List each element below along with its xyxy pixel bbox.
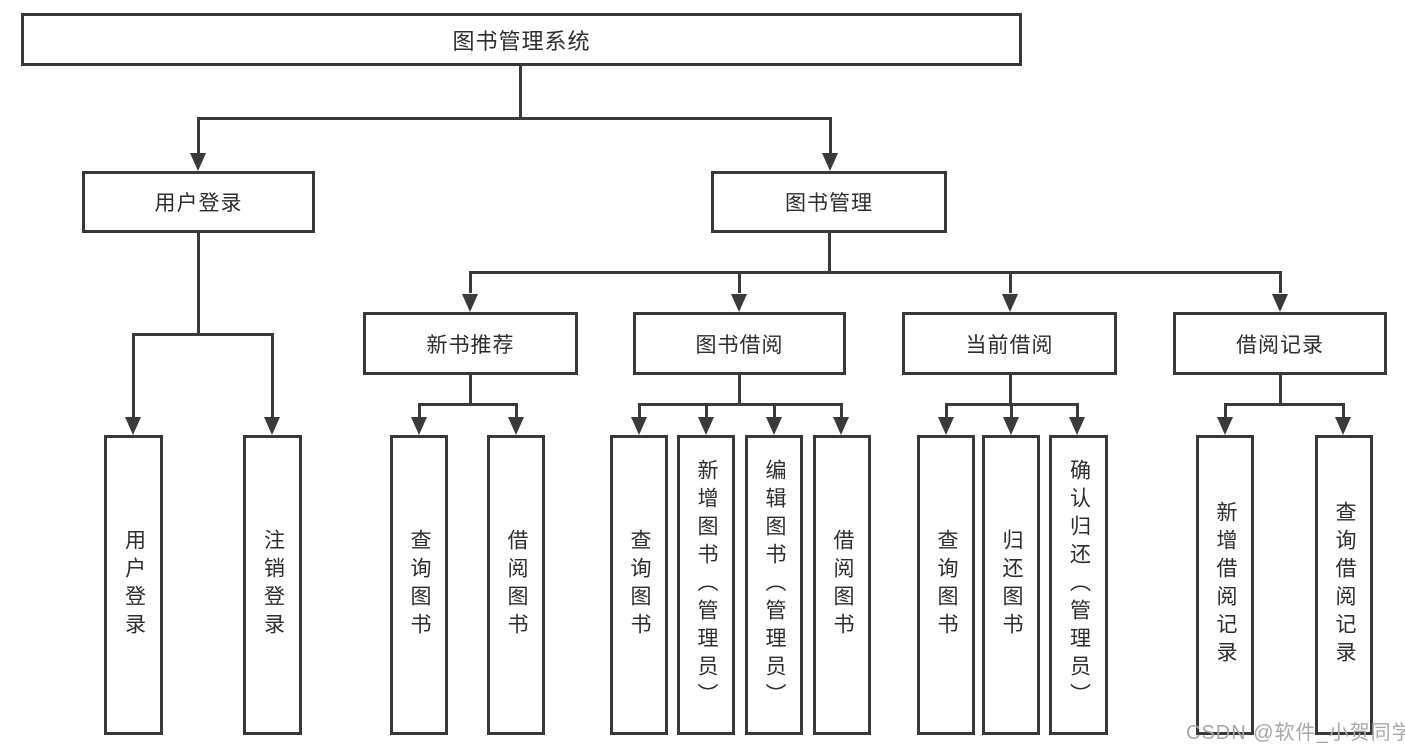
connector-line (469, 375, 472, 406)
leaf-logout: 注销登录 (243, 435, 302, 735)
arrow-down-icon (508, 417, 524, 435)
arrow-down-icon (766, 417, 782, 435)
connector-line (418, 403, 421, 417)
leaf-borrowing-borrow-books: 借阅图书 (813, 435, 871, 735)
leaf-return-books: 归还图书 (982, 435, 1040, 735)
connector-line (773, 403, 776, 417)
connector-line (1076, 403, 1079, 417)
node-new-book-recommend-label: 新书推荐 (426, 333, 515, 357)
arrow-down-icon (731, 294, 747, 312)
connector-line (1224, 403, 1227, 417)
leaf-logout-label: 注销登录 (261, 529, 285, 641)
connector-line (705, 403, 708, 417)
node-book-management: 图书管理 (711, 171, 947, 233)
node-current-borrowing-label: 当前借阅 (965, 333, 1054, 357)
arrow-down-icon (822, 153, 838, 171)
connector-line (469, 271, 472, 293)
leaf-borrowing-borrow-books-label: 借阅图书 (831, 529, 854, 641)
connector-line (945, 403, 948, 417)
node-borrowing-records: 借阅记录 (1173, 312, 1387, 375)
connector-line (828, 233, 831, 274)
leaf-borrowing-query-books-label: 查询图书 (628, 529, 651, 641)
connector-line (132, 333, 135, 417)
node-library-management-system: 图书管理系统 (21, 13, 1022, 66)
leaf-recommend-query-books: 查询图书 (390, 435, 448, 735)
leaf-query-borrow-record-label: 查询借阅记录 (1333, 501, 1356, 669)
leaf-edit-books-admin-label: 编辑图书（管理员） (763, 459, 786, 711)
arrow-down-icon (1002, 294, 1018, 312)
leaf-add-borrow-record-label: 新增借阅记录 (1214, 501, 1237, 669)
leaf-add-borrow-record: 新增借阅记录 (1196, 435, 1254, 735)
arrow-down-icon (190, 153, 206, 171)
leaf-confirm-return-admin-label: 确认归还（管理员） (1067, 459, 1091, 711)
leaf-return-books-label: 归还图书 (1000, 529, 1023, 641)
connector-line (197, 117, 832, 120)
node-book-management-label: 图书管理 (785, 192, 873, 215)
node-current-borrowing: 当前借阅 (902, 312, 1117, 375)
arrow-down-icon (938, 417, 954, 435)
node-borrowing-records-label: 借阅记录 (1236, 333, 1324, 357)
node-book-borrowing-label: 图书借阅 (695, 333, 784, 357)
connector-line (638, 403, 641, 417)
connector-line (1009, 271, 1012, 293)
connector-line (132, 333, 274, 336)
leaf-borrowing-query-books: 查询图书 (610, 435, 668, 735)
arrow-down-icon (462, 294, 478, 312)
leaf-current-query-books: 查询图书 (917, 435, 975, 735)
node-library-management-system-label: 图书管理系统 (452, 28, 591, 54)
arrow-down-icon (1272, 294, 1288, 312)
connector-line (519, 66, 522, 119)
leaf-current-query-books-label: 查询图书 (935, 529, 958, 641)
leaf-edit-books-admin: 编辑图书（管理员） (745, 435, 803, 735)
leaf-user-login-label: 用户登录 (122, 529, 146, 641)
arrow-down-icon (1335, 417, 1351, 435)
connector-line (738, 271, 741, 293)
connector-line (638, 403, 843, 406)
arrow-down-icon (411, 417, 427, 435)
leaf-add-books-admin-label: 新增图书（管理员） (695, 459, 718, 711)
connector-line (1342, 403, 1345, 417)
leaf-confirm-return-admin: 确认归还（管理员） (1049, 435, 1108, 735)
connector-line (1009, 375, 1012, 406)
node-user-login: 用户登录 (82, 171, 315, 233)
connector-line (271, 333, 274, 417)
arrow-down-icon (264, 417, 280, 435)
connector-line (1010, 403, 1013, 417)
connector-line (1279, 375, 1282, 406)
connector-line (197, 233, 200, 336)
arrow-down-icon (631, 417, 647, 435)
arrow-down-icon (833, 417, 849, 435)
connector-line (469, 271, 1281, 274)
node-new-book-recommend: 新书推荐 (363, 312, 578, 375)
connector-line (1279, 271, 1282, 293)
arrow-down-icon (1069, 417, 1085, 435)
leaf-recommend-query-books-label: 查询图书 (408, 529, 431, 641)
leaf-query-borrow-record: 查询借阅记录 (1315, 435, 1373, 735)
leaf-recommend-borrow-books: 借阅图书 (487, 435, 545, 735)
leaf-recommend-borrow-books-label: 借阅图书 (505, 529, 528, 641)
node-user-login-label: 用户登录 (154, 192, 243, 215)
node-book-borrowing: 图书借阅 (633, 312, 846, 375)
connector-line (829, 117, 832, 155)
csdn-watermark: CSDN @软件_小贺同学 (1186, 722, 1405, 744)
arrow-down-icon (125, 417, 141, 435)
connector-line (197, 117, 200, 155)
connector-line (1224, 403, 1345, 406)
connector-line (418, 403, 518, 406)
arrow-down-icon (1003, 417, 1019, 435)
connector-line (515, 403, 518, 417)
connector-line (738, 375, 741, 406)
leaf-add-books-admin: 新增图书（管理员） (677, 435, 735, 735)
arrow-down-icon (1217, 417, 1233, 435)
arrow-down-icon (698, 417, 714, 435)
connector-line (840, 403, 843, 417)
leaf-user-login: 用户登录 (104, 435, 163, 735)
